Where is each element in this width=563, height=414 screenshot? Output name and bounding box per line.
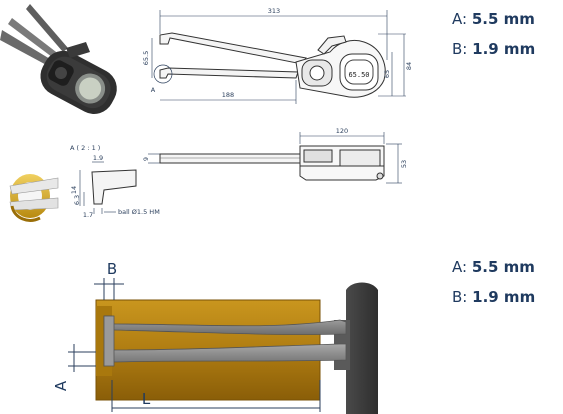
dim-jaw-height: 65.5 — [142, 51, 150, 65]
label-b: B — [107, 260, 117, 278]
side-view-drawing — [148, 132, 402, 184]
dim-body-height-outer: 84 — [405, 62, 413, 70]
top-view-drawing — [151, 10, 406, 104]
spec-bottom-b: B: 1.9 mm — [452, 288, 535, 306]
label-l: L — [142, 390, 151, 408]
display-readout: 65.50 — [348, 71, 369, 79]
dim-tip-width: 1.9 — [93, 154, 103, 162]
detail-drawing — [79, 161, 137, 214]
spec-top-b-label: B: — [452, 40, 468, 58]
spec-bottom-a-value: 5.5 mm — [471, 258, 535, 276]
spec-top-a-label: A: — [452, 10, 468, 28]
spec-bottom-a: A: 5.5 mm — [452, 258, 535, 276]
dim-height-14: 14 — [70, 186, 78, 194]
dim-body-height: 53 — [400, 160, 408, 168]
dim-height-6-3: 6.3 — [73, 195, 81, 205]
spec-bottom-b-value: 1.9 mm — [472, 288, 536, 306]
spec-bottom-a-label: A: — [452, 258, 468, 276]
spec-top-b-value: 1.9 mm — [472, 40, 536, 58]
spec-bottom-b-label: B: — [452, 288, 468, 306]
ring-photo — [9, 174, 59, 222]
detail-title: A ( 2 : 1 ) — [70, 144, 100, 152]
dim-thickness: 9 — [142, 157, 150, 161]
dim-reach: 188 — [222, 91, 234, 99]
schematic-drawing — [68, 278, 378, 414]
dim-body-height-inner: 65 — [383, 70, 391, 78]
spec-top-a-value: 5.5 mm — [471, 10, 535, 28]
label-a: A — [52, 380, 70, 391]
spec-top-b: B: 1.9 mm — [452, 40, 535, 58]
ball-note: ball Ø1.5 HM — [118, 208, 160, 216]
dim-depth-1-7: 1.7 — [83, 211, 93, 219]
spec-top-a: A: 5.5 mm — [452, 10, 535, 28]
marker-a: A — [151, 86, 156, 94]
dim-body-width: 120 — [336, 127, 348, 135]
gauge-photo — [0, 4, 117, 114]
dim-overall-length: 313 — [268, 7, 280, 15]
